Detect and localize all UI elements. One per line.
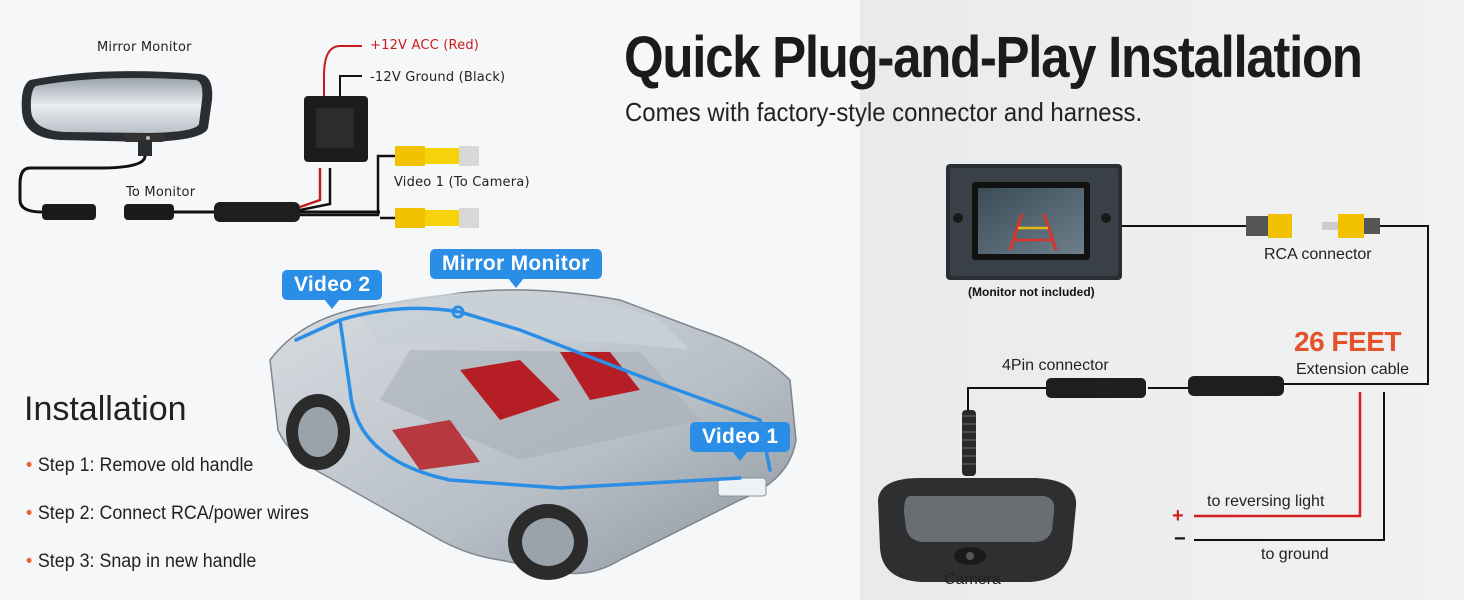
mirror-monitor-label: Mirror Monitor [97, 40, 192, 55]
installation-step-text: Step 1: Remove old handle [37, 455, 254, 476]
monitor-connector-female [124, 204, 174, 220]
to-monitor-label: To Monitor [126, 185, 196, 200]
cable-length-label: 26 FEET [1294, 326, 1401, 357]
positive-sign: + [1172, 505, 1184, 527]
acc-power-label-text: +12V ACC (Red) [370, 38, 480, 53]
mirror-monitor-icon [21, 71, 213, 156]
installation-step: •Step 1: Remove old handle [26, 455, 253, 477]
page-title: Quick Plug-and-Play Installation [624, 25, 1363, 90]
rca-connector-male [1322, 214, 1380, 238]
installation-step: •Step 2: Connect RCA/power wires [26, 503, 309, 525]
bullet-icon: • [26, 551, 33, 572]
rca-connector-top [395, 146, 479, 166]
camera-handle-image [878, 478, 1077, 582]
video2-callout: Video 2 [282, 270, 383, 309]
car-monitor-image [946, 164, 1122, 280]
ground-wire-label: to ground [1261, 546, 1329, 563]
camera-label: Camera [944, 571, 1001, 588]
negative-sign: − [1174, 528, 1186, 550]
extension-cable-connector [1188, 376, 1284, 396]
bullet-icon: • [26, 455, 33, 476]
harness-junction [214, 202, 300, 222]
extension-cable-label: Extension cable [1296, 361, 1409, 378]
monitor-not-included-note: (Monitor not included) [968, 285, 1095, 299]
rca-connector-bottom [395, 208, 479, 228]
car-illustration [269, 289, 797, 580]
installation-title: Installation [24, 390, 187, 428]
installation-step: •Step 3: Snap in new handle [26, 551, 256, 573]
four-pin-connector [1046, 378, 1146, 398]
installation-step-text: Step 3: Snap in new handle [37, 551, 257, 572]
monitor-connector-male [42, 204, 96, 220]
video1-camera-label: Video 1 (To Camera) [394, 175, 530, 190]
reversing-light-label: to reversing light [1207, 493, 1325, 510]
installation-step-text: Step 2: Connect RCA/power wires [37, 503, 309, 524]
ground-label: -12V Ground (Black) [370, 70, 506, 85]
video1-callout: Video 1 [690, 422, 791, 461]
rca-connector-female [1246, 214, 1292, 238]
page-subtitle: Comes with factory-style connector and h… [625, 97, 1143, 127]
rca-connector-label: RCA connector [1264, 246, 1372, 263]
mirror-monitor-callout: Mirror Monitor [430, 249, 602, 288]
bullet-icon: • [26, 503, 33, 524]
acc-power-label: +12V ACC (Red) [370, 38, 479, 53]
four-pin-connector-label: 4Pin connector [1002, 357, 1109, 374]
